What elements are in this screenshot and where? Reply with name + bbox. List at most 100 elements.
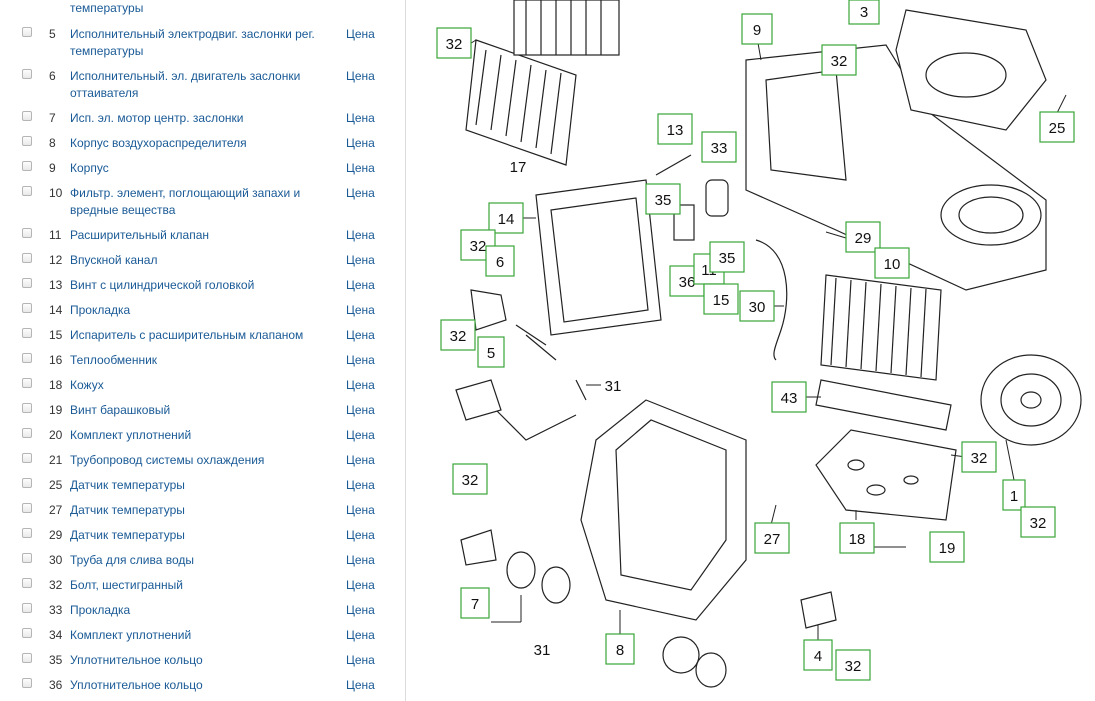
select-checkbox[interactable] [22, 378, 32, 388]
select-checkbox[interactable] [22, 161, 32, 171]
part-name-link[interactable]: Комплект уплотнений [70, 628, 192, 642]
part-name-link[interactable]: Впускной канал [70, 253, 158, 267]
callout-label[interactable]: 6 [485, 245, 515, 277]
part-name-link[interactable]: Винт барашковый [70, 403, 171, 417]
select-checkbox[interactable] [22, 428, 32, 438]
price-link[interactable]: Цена [346, 303, 375, 317]
callout-label[interactable]: 5 [477, 336, 505, 368]
callout-label[interactable]: 32 [440, 319, 476, 351]
callout-label[interactable]: 7 [460, 587, 490, 619]
select-checkbox[interactable] [22, 186, 32, 196]
select-checkbox[interactable] [22, 303, 32, 313]
part-name-link[interactable]: Фильтр. элемент, поглощающий запахи и вр… [70, 186, 301, 217]
part-name-link[interactable]: Корпус [70, 161, 109, 175]
price-link[interactable]: Цена [346, 503, 375, 517]
price-link[interactable]: Цена [346, 136, 375, 150]
part-name-link[interactable]: Теплообменник [70, 353, 158, 367]
price-link[interactable]: Цена [346, 69, 375, 83]
callout-label[interactable]: 43 [771, 381, 807, 413]
callout-label[interactable]: 25 [1039, 111, 1075, 143]
price-link[interactable]: Цена [346, 478, 375, 492]
price-link[interactable]: Цена [346, 27, 375, 41]
part-name-link[interactable]: Исполнительный. эл. двигатель заслонки о… [70, 69, 301, 100]
price-link[interactable]: Цена [346, 528, 375, 542]
select-checkbox[interactable] [22, 578, 32, 588]
select-checkbox[interactable] [22, 136, 32, 146]
part-name-link[interactable]: Исп. эл. мотор центр. заслонки [70, 111, 244, 125]
part-name-link[interactable]: Кожух [70, 378, 104, 392]
price-link[interactable]: Цена [346, 578, 375, 592]
select-checkbox[interactable] [22, 353, 32, 363]
price-link[interactable]: Цена [346, 603, 375, 617]
price-link[interactable]: Цена [346, 228, 375, 242]
callout-label[interactable]: 1 [1002, 479, 1026, 511]
price-link[interactable]: Цена [346, 328, 375, 342]
part-name-link[interactable]: Труба для слива воды [70, 553, 195, 567]
price-link[interactable]: Цена [346, 553, 375, 567]
price-link[interactable]: Цена [346, 253, 375, 267]
callout-label[interactable]: 32 [835, 649, 871, 681]
callout-label[interactable]: 35 [645, 183, 681, 215]
select-checkbox[interactable] [22, 553, 32, 563]
select-checkbox[interactable] [22, 603, 32, 613]
select-checkbox[interactable] [22, 503, 32, 513]
part-name-link[interactable]: Винт с цилиндрической головкой [70, 278, 255, 292]
select-checkbox[interactable] [22, 478, 32, 488]
part-name-link[interactable]: Прокладка [70, 603, 131, 617]
part-name-link[interactable]: Датчик температуры [70, 528, 185, 542]
select-checkbox[interactable] [22, 228, 32, 238]
callout-label[interactable]: 31 [605, 378, 622, 395]
price-link[interactable]: Цена [346, 111, 375, 125]
part-name-link[interactable]: Трубопровод системы охлаждения [70, 453, 265, 467]
part-name-link[interactable]: Исполнительный электродвиг. заслонки рег… [70, 27, 315, 58]
select-checkbox[interactable] [22, 328, 32, 338]
part-name-link[interactable]: Уплотнительное кольцо [70, 653, 203, 667]
select-checkbox[interactable] [22, 628, 32, 638]
callout-label[interactable]: 9 [741, 13, 773, 45]
select-checkbox[interactable] [22, 653, 32, 663]
select-checkbox[interactable] [22, 678, 32, 688]
part-name-link[interactable]: Уплотнительное кольцо [70, 678, 203, 692]
select-checkbox[interactable] [22, 27, 32, 37]
price-link[interactable]: Цена [346, 353, 375, 367]
part-name-link[interactable]: Испаритель с расширительным клапаном [70, 328, 304, 342]
callout-label[interactable]: 18 [839, 522, 875, 554]
callout-label[interactable]: 32 [821, 44, 857, 76]
select-checkbox[interactable] [22, 528, 32, 538]
select-checkbox[interactable] [22, 253, 32, 263]
part-name-link[interactable]: Датчик температуры [70, 478, 185, 492]
callout-label[interactable]: 3 [848, 0, 880, 25]
callout-label[interactable]: 4 [803, 639, 833, 671]
part-name-link[interactable]: Расширительный клапан [70, 228, 210, 242]
select-checkbox[interactable] [22, 453, 32, 463]
price-link[interactable]: Цена [346, 653, 375, 667]
callout-label[interactable]: 32 [961, 441, 997, 473]
price-link[interactable]: Цена [346, 278, 375, 292]
price-link[interactable]: Цена [346, 186, 375, 200]
select-checkbox[interactable] [22, 69, 32, 79]
part-name-link[interactable]: Прокладка [70, 303, 131, 317]
callout-label[interactable]: 29 [845, 221, 881, 253]
callout-label[interactable]: 33 [701, 131, 737, 163]
callout-label[interactable]: 31 [534, 642, 551, 659]
select-checkbox[interactable] [22, 111, 32, 121]
price-link[interactable]: Цена [346, 453, 375, 467]
part-name-link[interactable]: Болт, шестигранный [70, 578, 183, 592]
callout-label[interactable]: 13 [657, 113, 693, 145]
part-name-link[interactable]: Комплект уплотнений [70, 428, 192, 442]
callout-label[interactable]: 32 [452, 463, 488, 495]
callout-label[interactable]: 32 [436, 27, 472, 59]
price-link[interactable]: Цена [346, 678, 375, 692]
callout-label[interactable]: 19 [929, 531, 965, 563]
select-checkbox[interactable] [22, 403, 32, 413]
select-checkbox[interactable] [22, 278, 32, 288]
callout-label[interactable]: 14 [488, 202, 524, 234]
part-name-link[interactable]: Корпус воздухораспределителя [70, 136, 247, 150]
price-link[interactable]: Цена [346, 628, 375, 642]
price-link[interactable]: Цена [346, 403, 375, 417]
callout-label[interactable]: 32 [1020, 506, 1056, 538]
part-name-link[interactable]: Датчик температуры [70, 503, 185, 517]
callout-label[interactable]: 30 [739, 290, 775, 322]
callout-label[interactable]: 35 [709, 241, 745, 273]
price-link[interactable]: Цена [346, 161, 375, 175]
